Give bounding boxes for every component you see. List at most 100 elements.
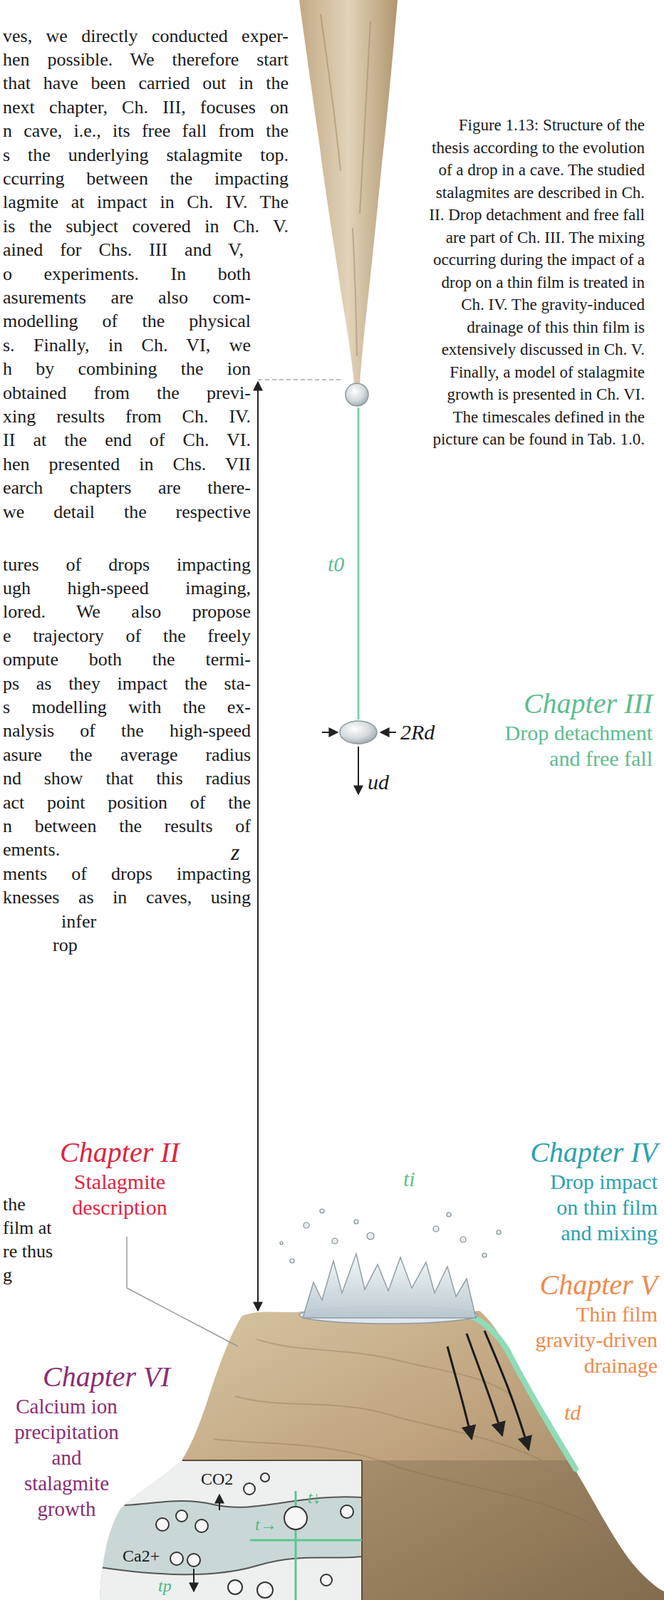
symbol-label: ti [403, 1166, 416, 1192]
figure-caption: Figure 1.13: Structure of the thesis acc… [423, 113, 645, 451]
droplet [460, 1236, 466, 1243]
chapter-title: Chapter IV [472, 1136, 658, 1170]
body-text-line: lored. We also propose [2, 599, 251, 624]
chapter-title: Chapter VI [11, 1360, 219, 1394]
body-text-line: asurements are also com- [2, 285, 251, 310]
cutaway-edge [182, 1459, 362, 1462]
body-text-line: is the subject covered in Ch. V. [2, 214, 289, 238]
bubble [175, 1510, 188, 1522]
diameter-arrow [322, 731, 338, 734]
body-text-line: xing results from Ch. IV. [2, 404, 251, 429]
droplet [496, 1230, 501, 1235]
droplet [446, 1212, 451, 1217]
fall-path [357, 407, 360, 720]
body-text-line: ments of drops impacting [2, 862, 251, 886]
body-text-line: that have been carried out in the [2, 71, 289, 95]
body-text-line: nd show that this radius [2, 766, 251, 791]
body-text-line: the [2, 1192, 26, 1217]
droplet [433, 1226, 439, 1232]
body-text-line: hen presented in Chs. VII [2, 452, 251, 476]
stalagmite-texture [0, 1339, 664, 1600]
body-text-line: o experiments. In both [2, 262, 251, 286]
body-text-line: ements. [2, 837, 60, 862]
chapter-description: Drop detachment and free fall [468, 720, 653, 772]
chapter-description: Calcium ion precipitation and stalagmite… [11, 1393, 122, 1522]
falling-drop [339, 720, 377, 744]
degassing-arrow [218, 1494, 221, 1511]
chapter-label: Chapter VThin film gravity-driven draina… [472, 1268, 658, 1379]
cut-face-shade [361, 1460, 664, 1600]
droplet [332, 1238, 338, 1244]
bubble [260, 1473, 270, 1482]
splash-crown [302, 1253, 476, 1319]
chapter-title: Chapter V [472, 1268, 658, 1302]
body-text-line: s modelling with the ex- [2, 695, 251, 719]
droplet [279, 1241, 283, 1245]
hanging-drop [345, 383, 369, 407]
splash-droplets [279, 1209, 501, 1264]
body-text-line: n between the results of [2, 814, 251, 838]
ion-bubble [170, 1552, 184, 1566]
droplet [303, 1222, 310, 1229]
body-text-line: film at [2, 1216, 53, 1240]
symbol-label: t↓ [307, 1487, 322, 1509]
body-text-line: h by combining the ion [2, 356, 251, 381]
body-text-line: obtained from the previ- [2, 381, 251, 405]
chapter-description: Thin film gravity-driven drainage [515, 1301, 658, 1379]
body-text-line: n cave, i.e., its free fall from the [2, 118, 289, 143]
bubble [156, 1518, 169, 1532]
stalactite-texture [320, 14, 371, 357]
stalactite [299, 0, 398, 384]
symbol-label: td [564, 1399, 581, 1426]
bubbles [156, 1473, 354, 1599]
ion-bubble [187, 1553, 201, 1567]
body-text-line: tures of drops impacting [2, 552, 251, 577]
bubble [257, 1582, 273, 1599]
symbol-label: t→ [255, 1514, 278, 1536]
precipitation-arrow [193, 1568, 195, 1592]
droplet [354, 1219, 359, 1224]
body-text-line: ps as they impact the sta- [2, 671, 251, 696]
body-text-line: s. Finally, in Ch. VI, we [2, 333, 251, 357]
body-text-line: infer [61, 909, 97, 934]
symbol-label: tp [158, 1575, 172, 1597]
bubble [340, 1505, 354, 1519]
height-axis [257, 381, 259, 1311]
stalagmite [99, 1309, 664, 1600]
symbol-label: 2Rd [400, 719, 435, 746]
leader-line [126, 1236, 238, 1347]
droplet [319, 1209, 325, 1214]
body-text-line: ves, we directly conducted exper- [2, 24, 289, 48]
symbol-label: t0 [327, 551, 345, 578]
chapter-label: Chapter IVDrop impact on thin film and m… [472, 1136, 658, 1247]
diameter-arrow [380, 731, 397, 734]
drainage-arrow [466, 1333, 503, 1436]
chapter-description: Stalagmite description [55, 1169, 184, 1221]
bubble [284, 1506, 308, 1530]
body-text-line: nalysis of the high-speed [2, 718, 251, 743]
body-text-line: II at the end of Ch. VI. [2, 428, 251, 452]
symbol-label: z [230, 838, 240, 866]
body-text-line: hen possible. We therefore start [2, 47, 289, 72]
film-surface-line [99, 1496, 362, 1508]
body-text-line: ugh high-speed imaging, [2, 576, 251, 600]
body-text-line: knesses as in caves, using [2, 885, 251, 910]
chapter-label: Chapter IIIDrop detachment and free fall [467, 687, 653, 772]
chapter-label: Chapter VICalcium ion precipitation and … [11, 1360, 219, 1522]
body-text-line: next chapter, Ch. III, focuses on [2, 95, 289, 119]
body-text-line: we detail the respective [2, 500, 251, 524]
symbol-label: CO2 [200, 1469, 233, 1490]
symbol-label: ud [367, 769, 389, 796]
velocity-arrow [357, 746, 360, 795]
bubble [227, 1580, 243, 1595]
body-text-line: re thus [2, 1239, 53, 1264]
body-text-line: ained for Chs. III and V, [2, 237, 244, 262]
chapter-label: Chapter IIStalagmite description [27, 1136, 213, 1221]
body-text-line: act point position of the [2, 790, 251, 815]
body-text-line: rop [52, 933, 78, 957]
symbol-label: Ca2+ [122, 1546, 160, 1567]
body-text-line: ccurring between the impacting [2, 166, 289, 191]
reference-dashed-line [257, 379, 344, 381]
body-text-line: s the underlying stalagmite top. [2, 143, 289, 167]
